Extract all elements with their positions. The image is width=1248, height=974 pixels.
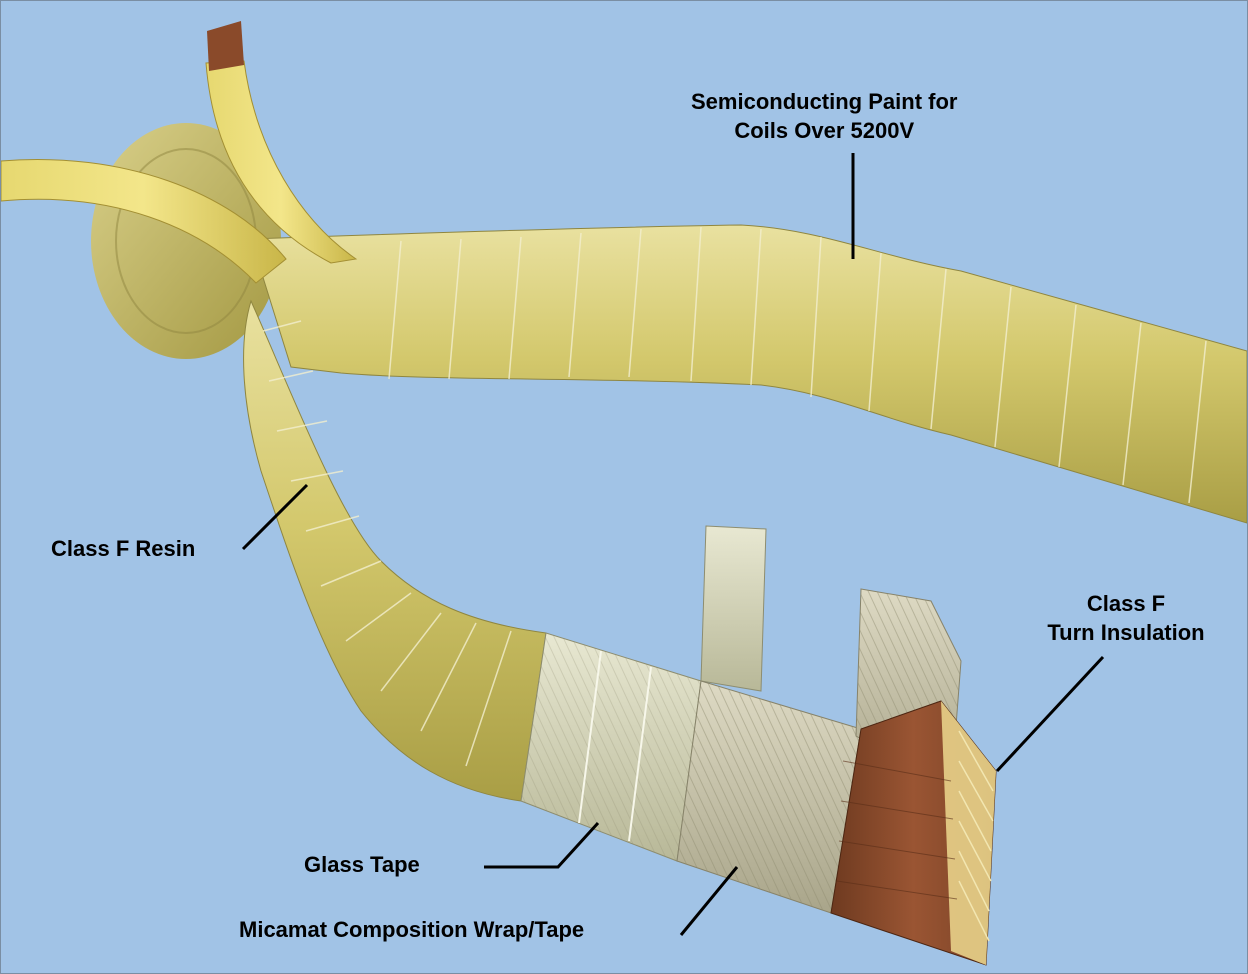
- label-turn-insulation-line2: Turn Insulation: [1031, 618, 1221, 647]
- label-semiconducting-line2: Coils Over 5200V: [691, 116, 957, 145]
- label-class-f-resin: Class F Resin: [51, 534, 195, 563]
- label-semiconducting-paint: Semiconducting Paint for Coils Over 5200…: [691, 87, 957, 145]
- coil-top-section: [251, 225, 1247, 523]
- label-semiconducting-line1: Semiconducting Paint for: [691, 87, 957, 116]
- label-micamat: Micamat Composition Wrap/Tape: [239, 915, 584, 944]
- leader-turn-insulation: [997, 657, 1103, 771]
- leader-glass-tape: [484, 823, 598, 867]
- label-turn-insulation-line1: Class F: [1031, 589, 1221, 618]
- label-turn-insulation: Class F Turn Insulation: [1031, 589, 1221, 647]
- leader-micamat: [681, 867, 737, 935]
- label-glass-tape: Glass Tape: [304, 850, 420, 879]
